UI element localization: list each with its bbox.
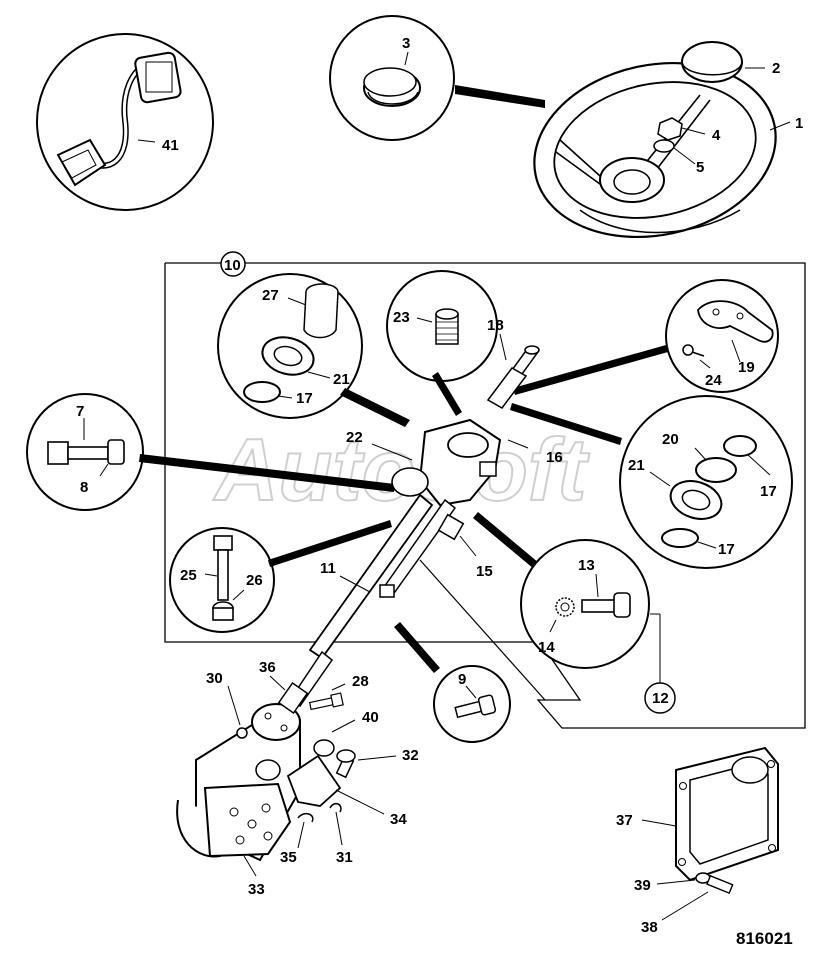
bracket-detail-circle bbox=[665, 279, 779, 393]
callout-9: 9 bbox=[458, 671, 466, 688]
callout-circle-12 bbox=[644, 682, 676, 714]
callout-21-upper: 21 bbox=[333, 371, 350, 388]
callout-10: 10 bbox=[224, 257, 241, 274]
callout-19: 19 bbox=[738, 359, 755, 376]
callout-2: 2 bbox=[772, 60, 780, 77]
bolt-detail-circle bbox=[26, 393, 144, 511]
callout-4: 4 bbox=[712, 127, 721, 144]
callout-1: 1 bbox=[795, 115, 803, 132]
callout-28: 28 bbox=[352, 673, 369, 690]
callout-3: 3 bbox=[402, 35, 410, 52]
bolt-detail-circle-lower bbox=[169, 527, 275, 633]
callout-17-upper: 17 bbox=[296, 390, 313, 407]
harness-detail-circle bbox=[36, 33, 214, 211]
callout-34: 34 bbox=[390, 811, 407, 828]
bolt-detail-circle-9 bbox=[433, 665, 511, 743]
callout-14: 14 bbox=[538, 639, 555, 656]
grub-screw-detail-circle bbox=[386, 270, 498, 382]
cover-plate bbox=[675, 746, 779, 895]
bearing-detail-circle-lower bbox=[619, 395, 793, 569]
callout-15: 15 bbox=[476, 563, 493, 580]
callout-22: 22 bbox=[346, 429, 363, 446]
callout-41: 41 bbox=[162, 137, 179, 154]
callout-32: 32 bbox=[402, 747, 419, 764]
callout-30: 30 bbox=[206, 670, 223, 687]
steering-unit bbox=[176, 681, 356, 862]
bearing-detail-circle-upper bbox=[217, 273, 363, 419]
callout-17-lower: 17 bbox=[718, 541, 735, 558]
callout-11: 11 bbox=[320, 560, 336, 577]
callout-16: 16 bbox=[546, 449, 563, 466]
callout-25: 25 bbox=[180, 567, 197, 584]
callout-33: 33 bbox=[248, 881, 265, 898]
callout-18: 18 bbox=[487, 317, 504, 334]
cap-detail-circle bbox=[329, 15, 455, 141]
callout-38: 38 bbox=[641, 919, 658, 936]
callout-8: 8 bbox=[80, 479, 88, 496]
callout-37: 37 bbox=[616, 812, 633, 829]
callout-27: 27 bbox=[262, 287, 279, 304]
steering-wheel bbox=[533, 41, 777, 239]
callout-circle-10 bbox=[220, 251, 246, 277]
callout-31: 31 bbox=[336, 849, 353, 866]
callout-17-lower-right: 17 bbox=[760, 483, 777, 500]
steering-column bbox=[288, 345, 540, 708]
callout-7: 7 bbox=[76, 403, 84, 420]
document-number: 816021 bbox=[736, 929, 793, 948]
callout-20: 20 bbox=[662, 431, 679, 448]
callout-26: 26 bbox=[246, 572, 263, 589]
callout-13: 13 bbox=[578, 557, 595, 574]
callout-40: 40 bbox=[362, 709, 379, 726]
callout-21-lower: 21 bbox=[628, 457, 645, 474]
callout-12: 12 bbox=[652, 690, 669, 707]
assembly-frame bbox=[164, 262, 806, 729]
callout-23: 23 bbox=[393, 309, 410, 326]
callout-36: 36 bbox=[259, 659, 276, 676]
callout-24: 24 bbox=[705, 372, 722, 389]
bolt-detail-circle-13 bbox=[520, 539, 650, 669]
callout-39: 39 bbox=[634, 877, 651, 894]
callout-5: 5 bbox=[696, 159, 704, 176]
callout-35: 35 bbox=[280, 849, 297, 866]
